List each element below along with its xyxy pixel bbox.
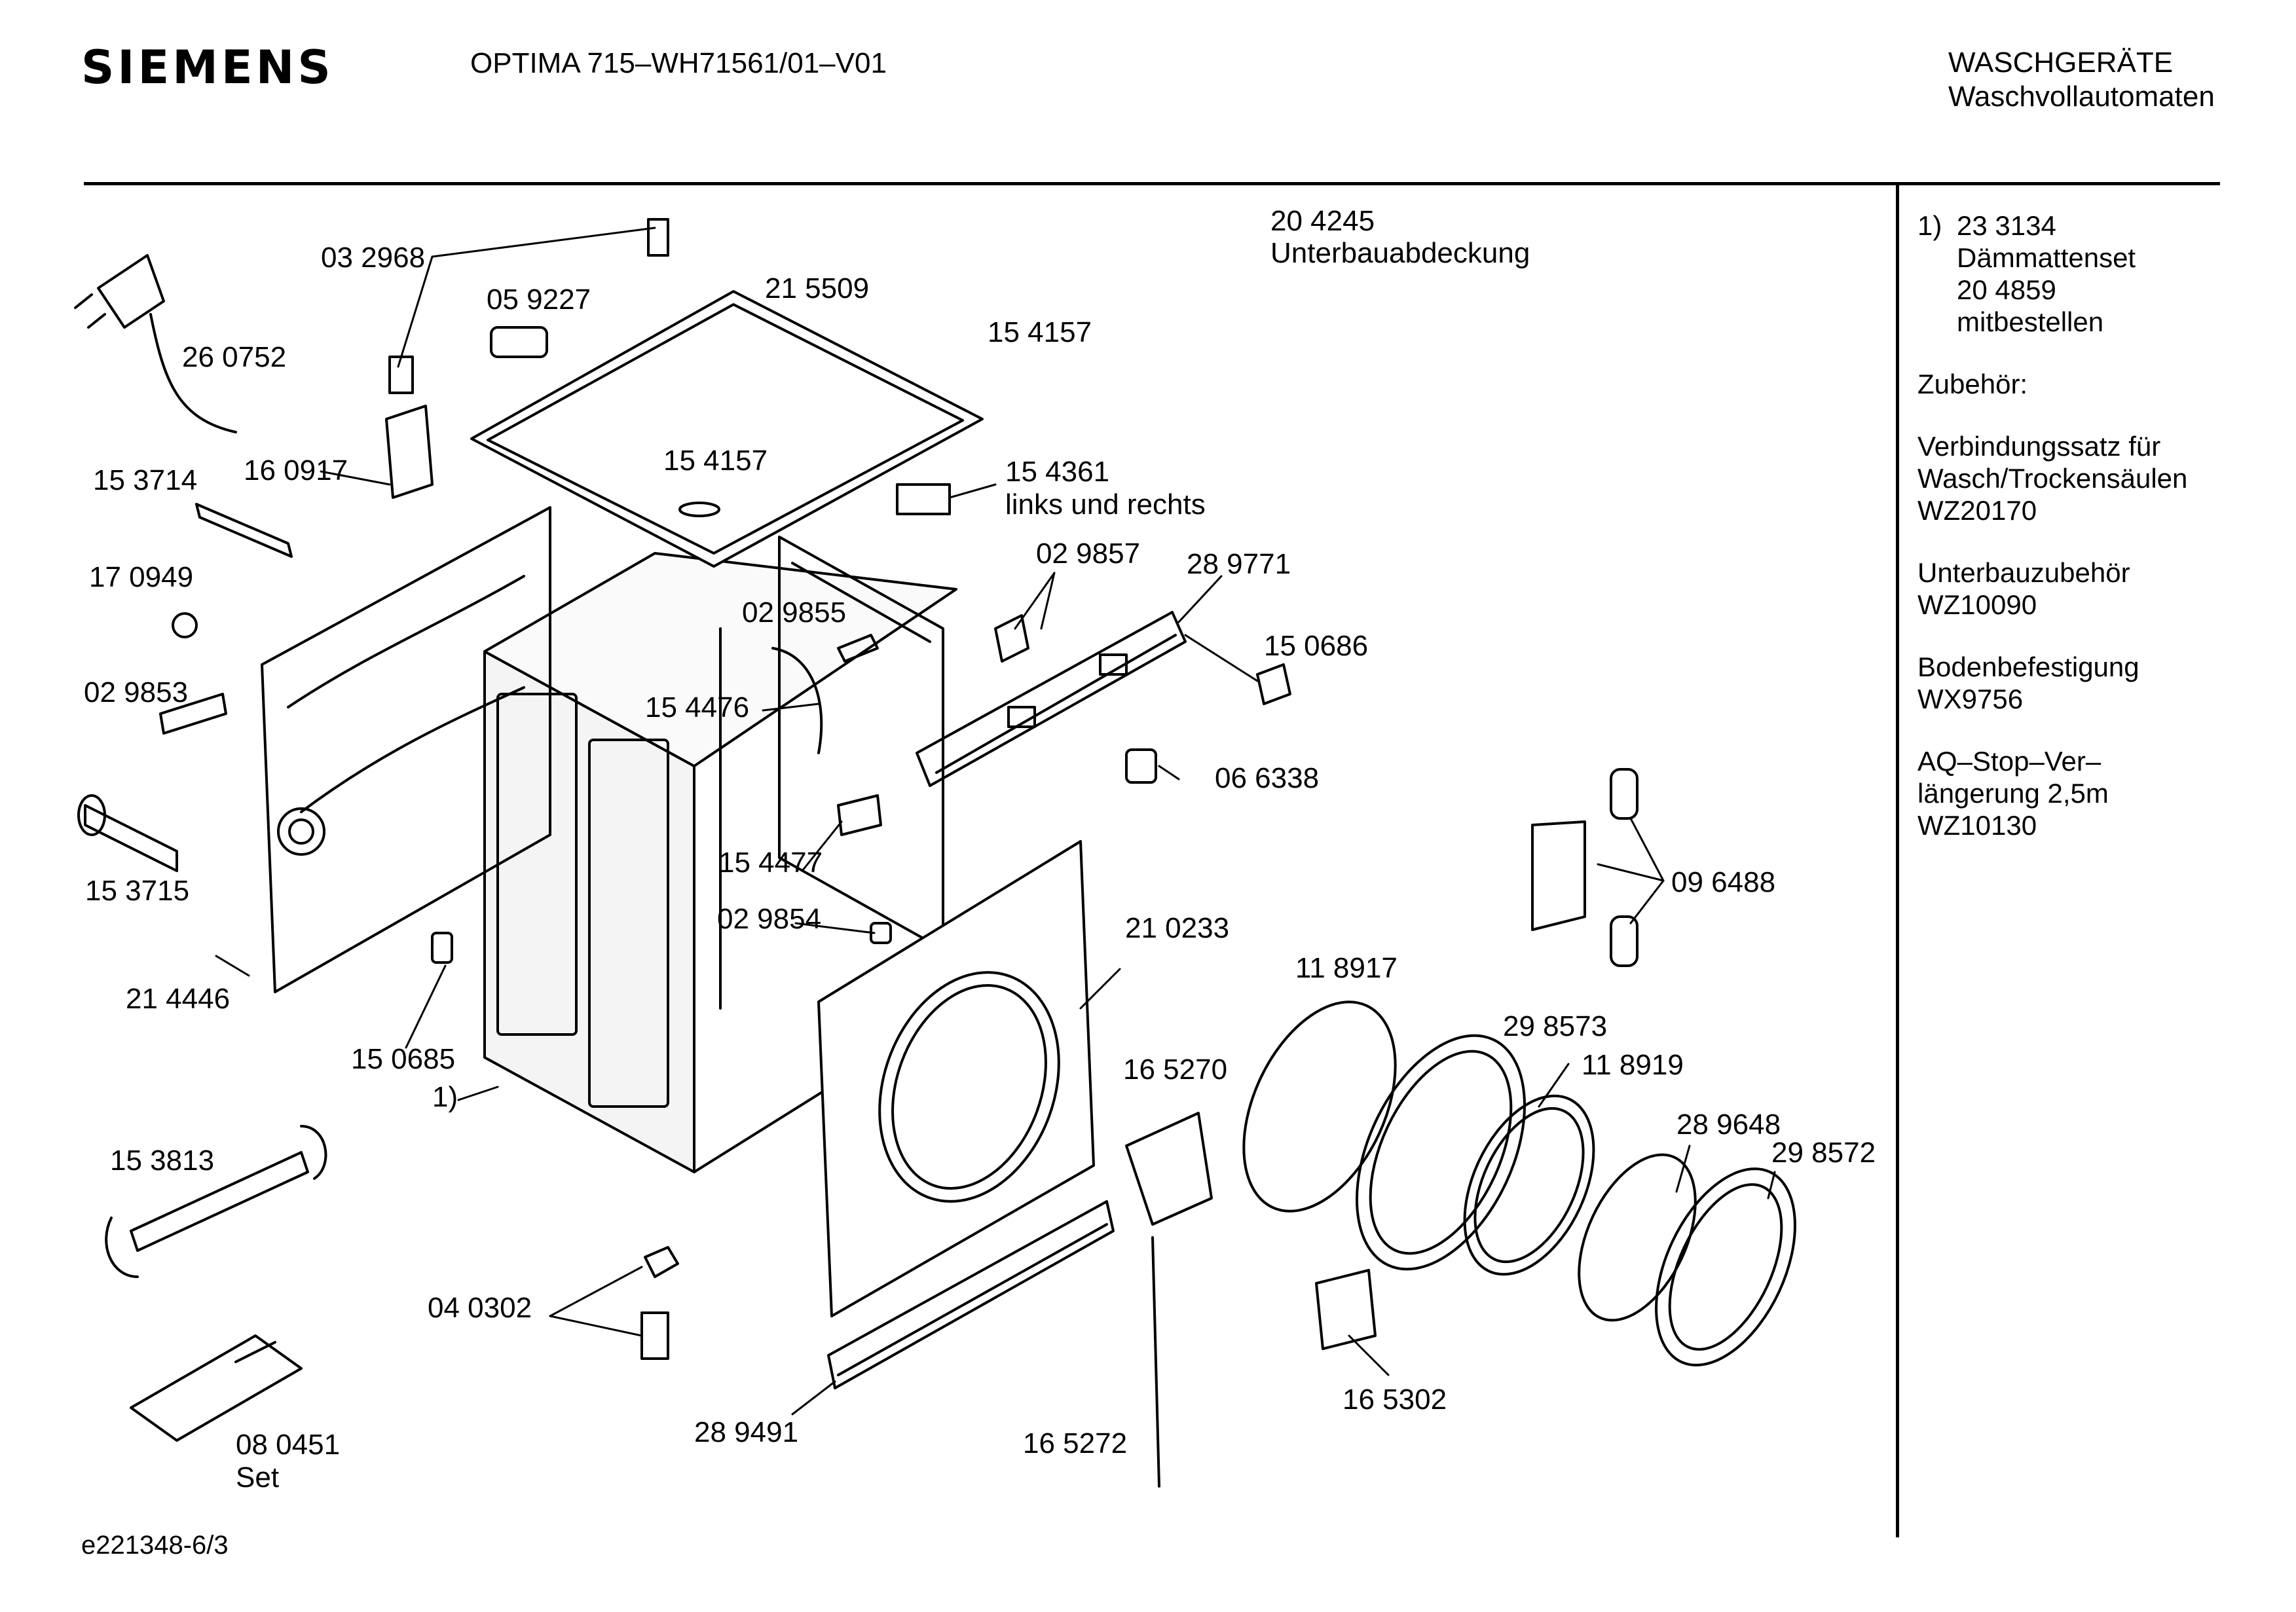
model-title: OPTIMA 715–WH71561/01–V01 bbox=[470, 47, 887, 79]
callout-029857: 02 9857 bbox=[1036, 538, 1140, 570]
callout-160917: 16 0917 bbox=[244, 454, 348, 486]
callout-096488: 09 6488 bbox=[1671, 866, 1775, 898]
side-panel-divider bbox=[1896, 185, 1899, 1537]
callout-059227: 05 9227 bbox=[487, 284, 591, 316]
callout-029854: 02 9854 bbox=[717, 903, 821, 935]
door-glass bbox=[1463, 1094, 1595, 1276]
accessory-line: WZ20170 bbox=[1917, 495, 2037, 526]
accessory-line: Unterbauzubehör bbox=[1917, 557, 2130, 588]
callout-214446: 21 4446 bbox=[126, 983, 230, 1015]
accessory-line: längerung 2,5m bbox=[1917, 778, 2109, 809]
header-rule bbox=[84, 182, 2220, 185]
category-line-2: Waschvollautomaten bbox=[1948, 81, 2215, 113]
callout-066338: 06 6338 bbox=[1215, 762, 1319, 794]
rear-rail bbox=[916, 611, 1187, 787]
callout-032968: 03 2968 bbox=[321, 242, 425, 274]
accessory-item: AQ–Stop–Ver– längerung 2,5m WZ10130 bbox=[1917, 745, 2284, 841]
callout-150685: 15 0685 bbox=[351, 1043, 455, 1075]
door-ring-outer bbox=[1355, 1034, 1527, 1271]
accessory-line: AQ–Stop–Ver– bbox=[1917, 746, 2102, 777]
callout-165270: 16 5270 bbox=[1123, 1053, 1227, 1086]
leader-lines bbox=[215, 227, 1776, 1416]
cabinet-body bbox=[483, 552, 957, 1173]
callout-298572: 29 8572 bbox=[1771, 1137, 1876, 1169]
accessory-item: Unterbauzubehör WZ10090 bbox=[1917, 557, 2284, 621]
callout-note-1: 1) bbox=[432, 1081, 458, 1113]
callout-153714: 15 3714 bbox=[93, 464, 197, 496]
footnote-text: 23 3134 Dämmattenset 20 4859 mitbestelle… bbox=[1957, 210, 2136, 338]
top-lid bbox=[470, 290, 984, 568]
callout-118919: 11 8919 bbox=[1582, 1049, 1684, 1081]
small-parts bbox=[77, 218, 1639, 1488]
footnote-line: Dämmattenset bbox=[1957, 242, 2136, 273]
accessory-line: WX9756 bbox=[1917, 684, 2024, 714]
callout-029855: 02 9855 bbox=[742, 596, 846, 629]
callout-289771: 28 9771 bbox=[1187, 548, 1291, 580]
callout-298573: 29 8573 bbox=[1503, 1010, 1607, 1042]
callout-154157-lid: 15 4157 bbox=[663, 445, 768, 477]
callout-153813: 15 3813 bbox=[110, 1145, 214, 1177]
callout-165302: 16 5302 bbox=[1342, 1383, 1447, 1416]
callout-154157-top: 15 4157 bbox=[988, 316, 1092, 348]
callout-215509: 21 5509 bbox=[765, 272, 869, 304]
callout-153715: 15 3715 bbox=[85, 875, 189, 907]
accessories-heading: Zubehör: bbox=[1917, 369, 2028, 399]
accessory-line: Verbindungssatz für bbox=[1917, 431, 2161, 462]
accessory-line: Wasch/Trockensäulen bbox=[1917, 463, 2188, 494]
accessory-item: Bodenbefestigung WX9756 bbox=[1917, 651, 2284, 715]
callout-165272: 16 5272 bbox=[1023, 1427, 1127, 1459]
footnote-line: mitbestellen bbox=[1957, 306, 2104, 337]
accessory-item: Verbindungssatz für Wasch/Trockensäulen … bbox=[1917, 430, 2284, 526]
category-heading: WASCHGERÄTE Waschvollautomaten bbox=[1948, 46, 2215, 114]
callout-260752: 26 0752 bbox=[182, 341, 286, 373]
side-panel-left bbox=[261, 506, 551, 993]
callout-118917: 11 8917 bbox=[1295, 952, 1398, 984]
category-line-1: WASCHGERÄTE bbox=[1948, 46, 2174, 79]
callout-154476: 15 4476 bbox=[645, 691, 749, 724]
footnote-mark: 1) bbox=[1917, 210, 1942, 241]
door-inner-glass bbox=[1578, 1153, 1697, 1322]
door-seal bbox=[1242, 1000, 1397, 1213]
accessory-line: WZ10090 bbox=[1917, 589, 2037, 620]
callout-150686: 15 0686 bbox=[1264, 630, 1368, 662]
callout-154477: 15 4477 bbox=[718, 847, 823, 879]
callout-040302: 04 0302 bbox=[428, 1292, 532, 1324]
callout-289491: 28 9491 bbox=[694, 1416, 798, 1448]
wrench bbox=[105, 1125, 327, 1278]
footnote-line: 20 4859 bbox=[1957, 274, 2056, 305]
power-cable bbox=[74, 254, 237, 433]
front-panel bbox=[817, 840, 1095, 1317]
footnote-1: 1) 23 3134 Dämmattenset 20 4859 mitbeste… bbox=[1917, 210, 2284, 338]
footnote-line: 23 3134 bbox=[1957, 210, 2056, 241]
door-ring-front bbox=[1655, 1167, 1796, 1366]
accessory-line: WZ10130 bbox=[1917, 810, 2037, 841]
kick-plate bbox=[827, 1200, 1115, 1389]
accessory-line: Bodenbefestigung bbox=[1917, 651, 2139, 682]
callout-210233: 21 0233 bbox=[1125, 912, 1229, 944]
side-panel: 1) 23 3134 Dämmattenset 20 4859 mitbeste… bbox=[1917, 210, 2284, 841]
document-id: e221348-6/3 bbox=[81, 1531, 229, 1560]
callout-029853: 02 9853 bbox=[84, 676, 188, 708]
callout-289648: 28 9648 bbox=[1676, 1108, 1781, 1141]
transport-plate bbox=[130, 1334, 303, 1442]
callout-170949: 17 0949 bbox=[89, 561, 193, 593]
siemens-logo: SIEMENS bbox=[81, 41, 334, 94]
